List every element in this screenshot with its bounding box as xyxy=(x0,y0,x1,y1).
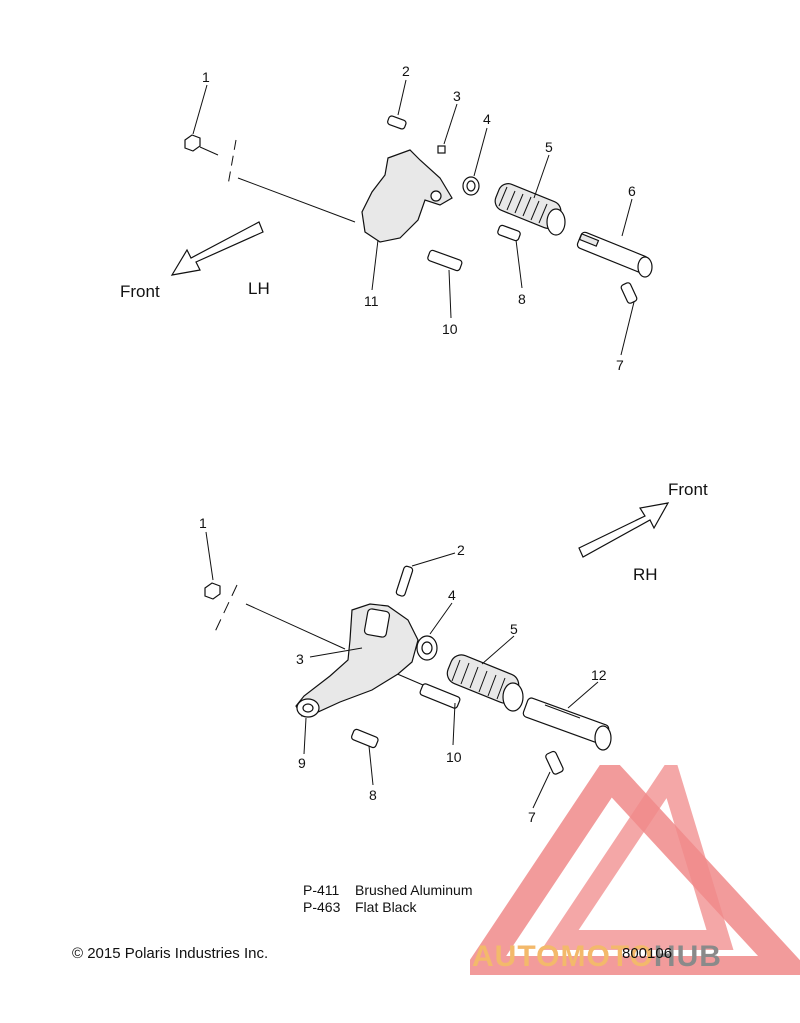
rh-side-label: RH xyxy=(633,565,658,584)
watermark-text: AUTOMOTOHUB xyxy=(472,940,722,973)
lh-pin xyxy=(387,115,407,130)
lh-callout-7: 7 xyxy=(616,357,624,373)
copyright-text: © 2015 Polaris Industries Inc. xyxy=(72,945,269,962)
drawing-number: 800106 xyxy=(622,945,673,962)
rh-callout-12: 12 xyxy=(591,667,607,683)
lh-footpeg xyxy=(576,231,653,278)
lh-nut xyxy=(184,134,201,152)
rh-axis-line xyxy=(245,603,346,650)
lh-axis-line xyxy=(237,177,356,223)
watermark-logo xyxy=(470,765,800,975)
rh-callout-7: 7 xyxy=(528,809,536,825)
lh-assembly: 1 2 3 4 5 6 7 8 10 11 Front LH xyxy=(120,63,653,373)
rh-rubber-grip xyxy=(446,654,524,712)
lh-bolt-small xyxy=(497,224,521,242)
lh-rubber-grip xyxy=(494,183,566,236)
lh-callout-8: 8 xyxy=(518,291,526,307)
lh-callout-11: 11 xyxy=(364,293,379,309)
lh-axis-line-short xyxy=(199,146,219,156)
lh-cotter-pin xyxy=(620,282,638,304)
rh-bracket xyxy=(295,603,419,717)
rh-cotter-pin xyxy=(545,750,564,775)
lh-front-label: Front xyxy=(120,282,160,301)
lh-bracket xyxy=(361,149,453,243)
lh-bolt-long xyxy=(427,249,463,272)
rh-pin xyxy=(395,565,414,597)
rh-callout-1: 1 xyxy=(199,515,207,531)
lh-callout-6: 6 xyxy=(628,183,636,199)
lh-bracket-hole xyxy=(430,190,442,202)
rh-callout-5: 5 xyxy=(510,621,518,637)
rh-callout-4: 4 xyxy=(448,587,456,603)
lh-callout-3: 3 xyxy=(453,88,461,104)
lh-front-arrow xyxy=(170,221,264,276)
rh-callout-2: 2 xyxy=(457,542,465,558)
rh-callout-9: 9 xyxy=(298,755,306,771)
rh-footpeg xyxy=(522,697,612,751)
rh-front-arrow xyxy=(578,502,670,558)
lh-callout-1: 1 xyxy=(202,69,210,85)
lh-callout-5: 5 xyxy=(545,139,553,155)
lh-callout-10: 10 xyxy=(442,321,458,337)
rh-bolt-long xyxy=(419,683,461,709)
lh-clip xyxy=(437,145,446,154)
rh-nut xyxy=(204,582,221,600)
rh-callout-8: 8 xyxy=(369,787,377,803)
lh-side-label: LH xyxy=(248,279,270,298)
lh-break-mark xyxy=(227,139,237,186)
rh-callout-3: 3 xyxy=(296,651,304,667)
rh-callout-10: 10 xyxy=(446,749,462,765)
rh-front-label: Front xyxy=(668,480,708,499)
rh-break-mark xyxy=(212,584,238,637)
rh-assembly: 1 2 3 4 5 12 7 8 10 9 Front RH xyxy=(199,480,708,825)
lh-callout-2: 2 xyxy=(402,63,410,79)
rh-bolt-small xyxy=(351,728,379,749)
lh-callout-4: 4 xyxy=(483,111,491,127)
